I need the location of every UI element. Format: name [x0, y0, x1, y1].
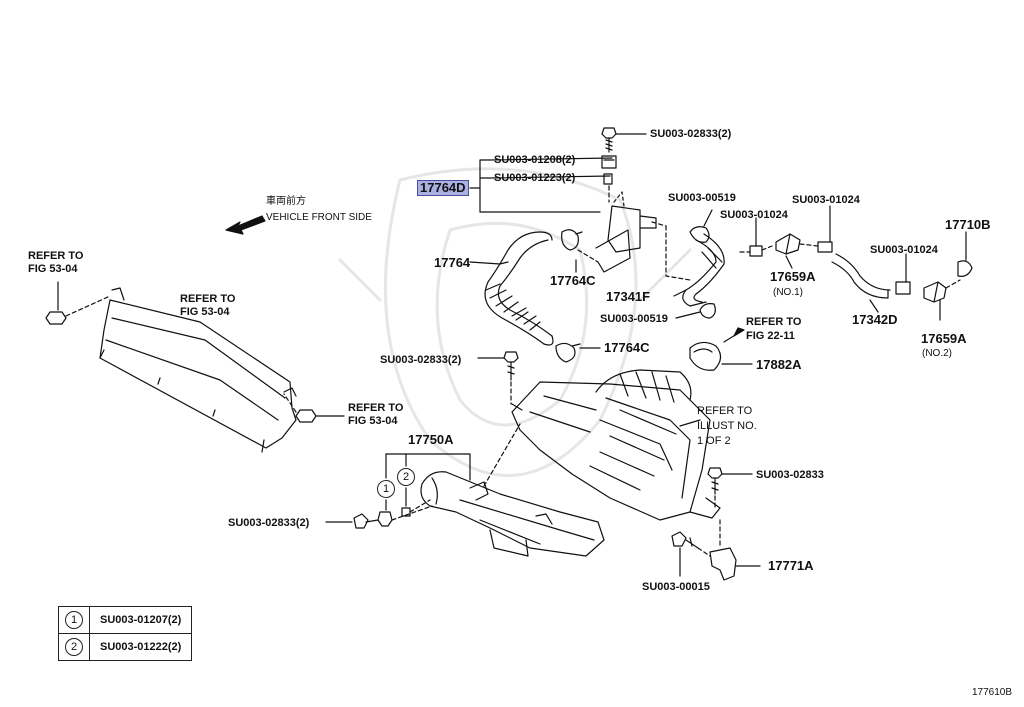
clamp-17882A-part — [689, 341, 722, 371]
label-17882A: 17882A — [756, 357, 802, 372]
label-bracket-17764D — [469, 157, 613, 213]
plug-17710B-part — [957, 260, 973, 277]
clamp-upper-part — [561, 229, 583, 251]
clip-01024-b — [817, 241, 833, 253]
label-17341F: 17341F — [606, 289, 651, 304]
label-refer-illust-b: ILLUST NO. — [697, 420, 757, 432]
label-su003-02833-top: SU003-02833(2) — [650, 128, 732, 140]
vsv-valve-part — [595, 191, 657, 273]
clip-01024-a — [749, 245, 763, 257]
label-17764: 17764 — [434, 255, 471, 270]
label-refer-fig-22-11-a[interactable]: REFER TO — [746, 316, 802, 328]
label-17750A: 17750A — [408, 432, 454, 447]
label-no1: (NO.1) — [773, 287, 803, 298]
label-17764D-highlighted[interactable]: 17764D — [417, 180, 469, 196]
clip-01024-c — [895, 281, 911, 295]
hose-17764-part — [484, 231, 554, 346]
label-su003-00519-top: SU003-00519 — [668, 192, 736, 204]
legend-part-2: SU003-01222(2) — [88, 633, 193, 661]
label-vehicle-front-jp: 車両前方 — [266, 196, 306, 207]
grommet-part — [601, 155, 617, 169]
label-su003-02833-mid: SU003-02833(2) — [380, 354, 462, 366]
label-refer-illust-c: 1 OF 2 — [697, 435, 731, 447]
legend-row: 1 SU003-01207(2) — [58, 606, 193, 634]
legend-circle-2: 2 — [65, 638, 83, 656]
label-17342D: 17342D — [852, 312, 898, 327]
undercover-panel-part — [99, 287, 297, 453]
label-refer-fig-53-04-low-b[interactable]: FIG 53-04 — [348, 415, 398, 427]
label-refer-fig-53-04-mid-a[interactable]: REFER TO — [180, 293, 236, 305]
bolt-mid-part — [503, 351, 519, 405]
label-refer-fig-53-04-left-b[interactable]: FIG 53-04 — [28, 263, 78, 275]
label-refer-fig-53-04-low-a[interactable]: REFER TO — [348, 402, 404, 414]
hose-17342D-part — [831, 253, 891, 299]
union-17659A-no1 — [775, 233, 801, 255]
vehicle-front-arrow — [225, 215, 266, 235]
label-17764C-upper: 17764C — [550, 273, 596, 288]
label-su003-02833-right: SU003-02833 — [756, 469, 824, 481]
label-17764C-lower: 17764C — [604, 340, 650, 355]
label-refer-illust-a: REFER TO — [697, 405, 753, 417]
clip-00519-top — [689, 226, 710, 243]
label-17710B: 17710B — [945, 217, 991, 232]
collar-2-part — [401, 507, 411, 517]
label-su003-01024-a: SU003-01024 — [720, 209, 788, 221]
nut-1-part — [377, 511, 393, 527]
label-refer-fig-22-11-b[interactable]: FIG 22-11 — [746, 330, 795, 342]
legend-circle-1: 1 — [65, 611, 83, 629]
label-17771A: 17771A — [768, 558, 814, 573]
bolt-00015-part — [671, 531, 711, 577]
clamp-lower-part — [555, 342, 581, 363]
label-su003-00519-mid: SU003-00519 — [600, 313, 668, 325]
label-no2: (NO.2) — [922, 348, 952, 359]
clip-left — [45, 281, 111, 325]
label-refer-fig-53-04-mid-b[interactable]: FIG 53-04 — [180, 306, 230, 318]
label-17659A-no2: 17659A — [921, 331, 967, 346]
bolt-low-part — [325, 513, 379, 529]
clip-00519-mid — [699, 303, 716, 319]
label-su003-01223: SU003-01223(2) — [494, 172, 576, 184]
bracket-17771A-part — [709, 519, 761, 581]
duct-17750A-part — [420, 423, 605, 557]
figure-id: 177610B — [972, 687, 1013, 698]
intercooler-assembly-part — [511, 369, 721, 521]
label-su003-01024-c: SU003-01024 — [870, 244, 938, 256]
label-vehicle-front-side: VEHICLE FRONT SIDE — [266, 212, 372, 223]
legend-row: 2 SU003-01222(2) — [58, 633, 193, 661]
callout-circle-1: 1 — [377, 480, 395, 498]
union-17659A-no2 — [923, 281, 947, 303]
label-su003-02833-low: SU003-02833(2) — [228, 517, 310, 529]
label-su003-00015: SU003-00015 — [642, 581, 710, 593]
label-17659A-no1: 17659A — [770, 269, 816, 284]
callout-circle-2: 2 — [397, 468, 415, 486]
hose-17341F-part — [682, 233, 725, 307]
legend-table: 1 SU003-01207(2) 2 SU003-01222(2) — [58, 606, 193, 661]
bolt-right-part — [707, 467, 753, 509]
collar-part — [603, 173, 613, 185]
clip-mid — [283, 393, 345, 423]
label-su003-01024-b: SU003-01024 — [792, 194, 860, 206]
bolt-top-part — [601, 127, 647, 153]
legend-part-1: SU003-01207(2) — [88, 606, 193, 634]
label-refer-fig-53-04-left-a[interactable]: REFER TO — [28, 250, 84, 262]
label-su003-01208: SU003-01208(2) — [494, 154, 576, 166]
